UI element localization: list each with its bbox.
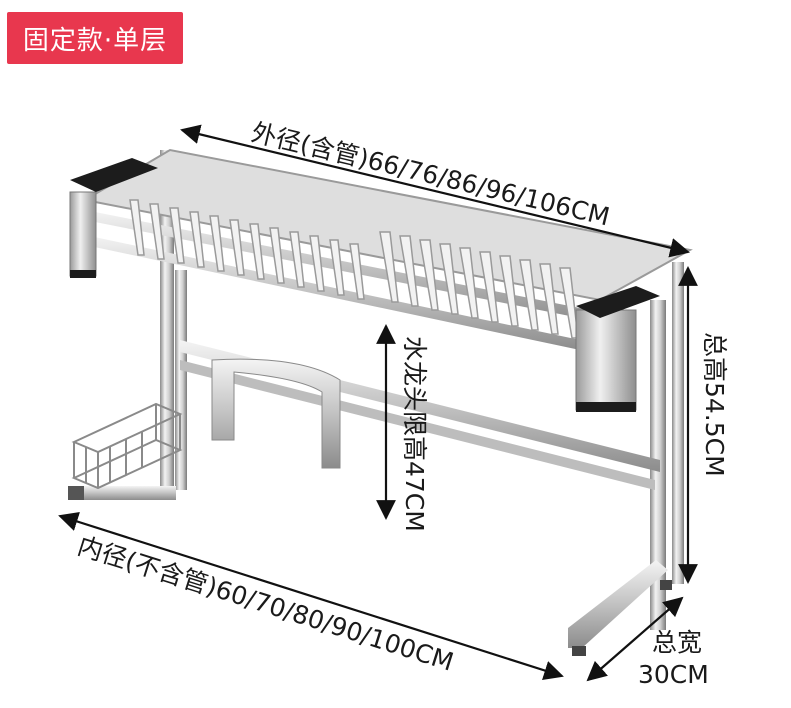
side-basket — [71, 402, 183, 490]
left-utensil-holder — [69, 158, 158, 278]
badge-text: 固定款·单层 — [22, 25, 168, 56]
total-depth-title: 总宽 — [652, 628, 702, 657]
product-variant-badge: 固定款·单层 — [7, 12, 183, 64]
right-utensil-holder — [575, 286, 660, 412]
total-height-label: 总高54.5CM — [700, 332, 729, 477]
faucet-height-limit-label: 水龙头限高47CM — [400, 336, 429, 532]
dimension-lines — [58, 124, 698, 682]
total-depth-value: 30CM — [638, 660, 709, 689]
inner-width-label: 内径(不含管)60/70/80/90/100CM — [74, 531, 457, 677]
